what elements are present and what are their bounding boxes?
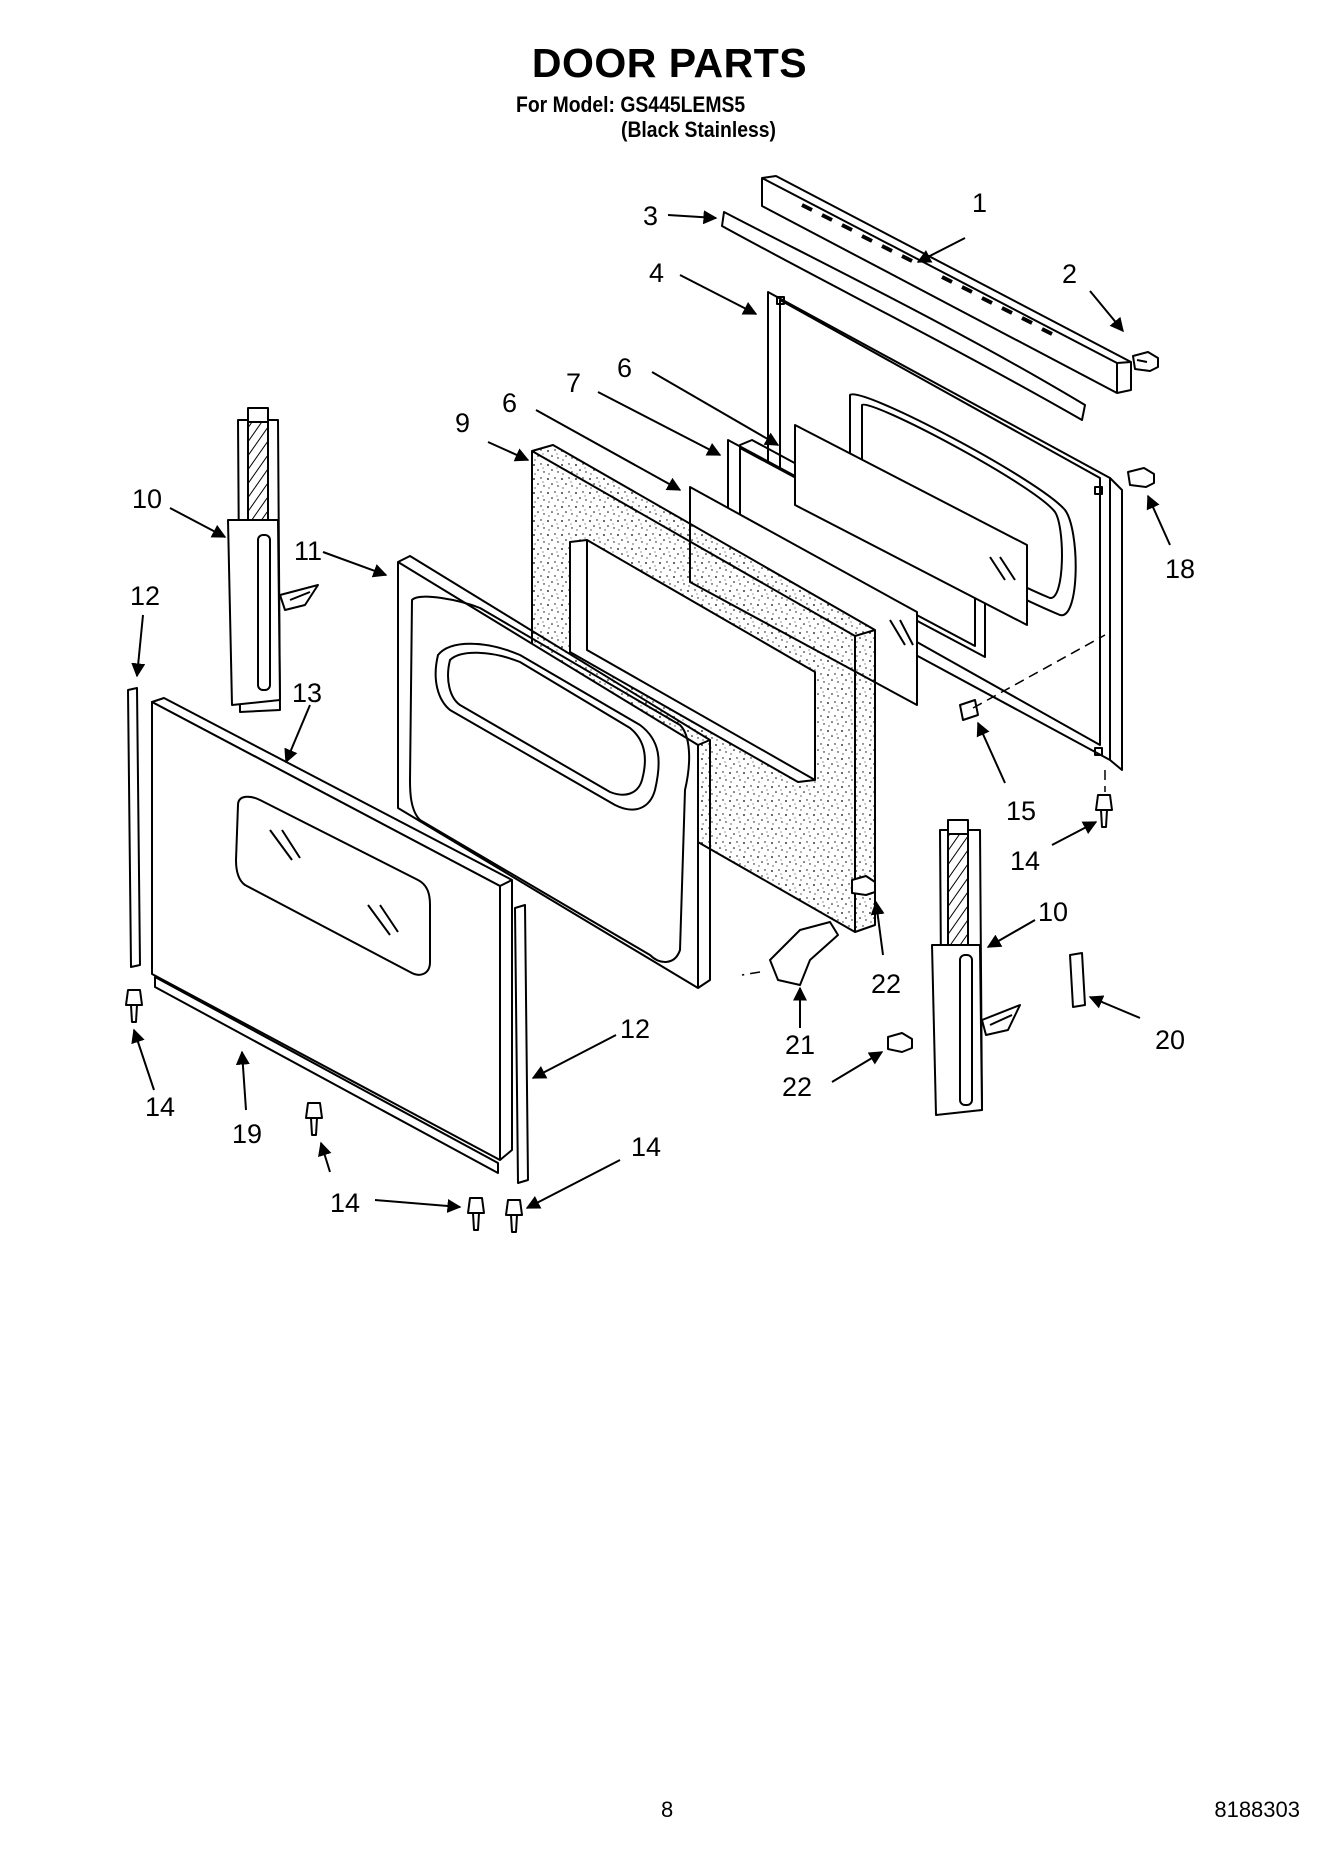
screw-14-a (125, 989, 143, 1023)
model-description: (Black Stainless) (621, 117, 776, 142)
callout-20: 20 (1155, 1025, 1185, 1055)
model-number: GS445LEMS5 (620, 92, 746, 117)
hinge-left (227, 407, 319, 713)
insulation-part (531, 444, 876, 933)
callout-13: 13 (292, 678, 322, 708)
screw-14-b (305, 1102, 323, 1136)
callout-4: 4 (649, 258, 664, 288)
callout-22-lower: 22 (782, 1072, 812, 1102)
callout-19: 19 (232, 1119, 262, 1149)
screw-18 (1127, 467, 1155, 488)
screw-14-e (1095, 794, 1113, 828)
callout-1: 1 (972, 188, 987, 218)
callout-14-left: 14 (145, 1092, 175, 1122)
side-trim-right (514, 904, 529, 1184)
model-line: For Model: GS445LEMS5 (516, 91, 745, 118)
callout-22-upper: 22 (871, 969, 901, 999)
part-20 (1069, 952, 1086, 1008)
screw-14-d (505, 1199, 523, 1233)
callout-14-bottom-mid: 14 (631, 1132, 661, 1162)
callout-7: 7 (566, 368, 581, 398)
callout-11: 11 (294, 536, 322, 566)
screw-14-c (467, 1197, 485, 1231)
callout-12-left: 12 (130, 581, 160, 611)
document-number: 8188303 (1214, 1797, 1300, 1822)
door-liner-part (397, 555, 711, 989)
callout-21: 21 (785, 1030, 815, 1060)
bracket-21 (769, 921, 839, 986)
callout-9: 9 (455, 408, 470, 438)
bottom-trim-part (154, 976, 499, 1174)
screw-22-lower (887, 1032, 913, 1053)
callout-6-lower: 6 (502, 388, 517, 418)
outer-door-panel (151, 697, 513, 1161)
callout-15: 15 (1006, 796, 1036, 826)
door-handle-part (721, 211, 1086, 421)
callout-10-left: 10 (132, 484, 162, 514)
callout-14-right: 14 (1010, 846, 1040, 876)
screw-2 (1132, 351, 1159, 372)
screw-22-upper (851, 875, 876, 896)
hinge-right (931, 819, 1021, 1116)
callout-2: 2 (1062, 259, 1077, 289)
callout-14-bottom-left: 14 (330, 1188, 360, 1218)
glass-pane-rear (794, 424, 1028, 626)
callout-6-upper: 6 (617, 353, 632, 383)
callout-3: 3 (643, 201, 658, 231)
callout-10-right: 10 (1038, 897, 1068, 927)
side-trim-left (127, 687, 141, 968)
page-number: 8 (661, 1797, 674, 1822)
model-label: For Model: (516, 92, 615, 117)
page-title: DOOR PARTS (531, 40, 808, 86)
callout-12-right: 12 (620, 1014, 650, 1044)
callout-18: 18 (1165, 554, 1195, 584)
clip-15 (959, 699, 979, 721)
callout-numbers: 1 2 3 4 6 7 6 9 10 11 12 13 14 15 14 18 … (130, 188, 1195, 1218)
vent-trim-part (761, 175, 1132, 394)
